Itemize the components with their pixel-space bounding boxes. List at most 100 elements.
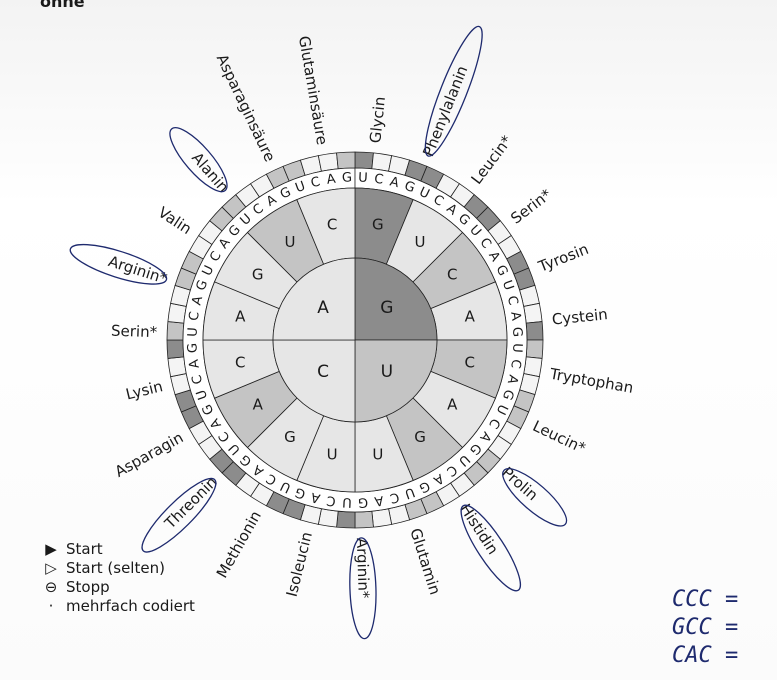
handwritten-circle	[424, 25, 483, 157]
codon-third-cell	[336, 151, 356, 170]
codon-third-cell	[166, 339, 185, 359]
start-outline-icon: ▷	[45, 559, 57, 577]
stop-icon: ⊖	[44, 578, 58, 596]
second-base-label: U	[415, 233, 426, 251]
third-base-label: U	[194, 388, 211, 402]
legend-label: Start (selten)	[66, 559, 165, 577]
amino-acid-label: Lysin	[124, 377, 165, 403]
codon-first-quadrant	[272, 257, 356, 341]
first-base-label: U	[381, 362, 393, 382]
third-base-label: A	[309, 489, 321, 506]
amino-acid-label: Histidin	[456, 501, 502, 558]
legend-label: mehrfach codiert	[66, 597, 195, 615]
amino-acid-label: Asparaginsäure	[213, 51, 279, 164]
second-base-label: G	[372, 216, 384, 234]
second-base-label: A	[447, 396, 458, 414]
codon-third-cell	[525, 321, 544, 341]
codon-third-cell	[336, 510, 356, 529]
codon-first-quadrant	[272, 339, 356, 423]
codon-third-cell	[354, 151, 374, 170]
third-base-label: U	[499, 278, 516, 292]
handwritten-line: GCC =	[672, 615, 739, 640]
second-base-label: C	[235, 353, 245, 371]
legend-item-start-rare: ▷ Start (selten)	[42, 559, 195, 578]
legend-item-multiple: · mehrfach codiert	[42, 597, 195, 616]
second-base-label: C	[465, 353, 475, 371]
second-base-label: G	[414, 428, 426, 446]
asterisk-icon: ·	[48, 597, 54, 615]
heading-fragment: ohne	[40, 0, 85, 11]
second-base-label: A	[235, 308, 246, 326]
third-base-label: C	[507, 358, 523, 369]
third-base-label: G	[342, 170, 353, 185]
third-base-label: G	[509, 327, 524, 338]
handwritten-circle	[69, 243, 168, 285]
third-base-label: C	[309, 174, 321, 191]
start-filled-icon: ▶	[45, 540, 57, 558]
codon-third-cell	[371, 508, 393, 528]
legend-label: Start	[66, 540, 103, 558]
amino-acid-label: Serin*	[111, 322, 158, 342]
handwritten-circle	[460, 504, 522, 592]
third-base-label: C	[388, 489, 400, 506]
codon-first-quadrant	[354, 339, 438, 423]
third-base-label: A	[326, 172, 337, 188]
amino-acid-label: Methionin	[213, 508, 265, 581]
second-base-label: C	[447, 265, 457, 283]
handwritten-circle	[141, 477, 217, 553]
third-base-label: A	[504, 373, 521, 385]
handwritten-circle	[349, 537, 377, 640]
third-base-label: C	[189, 373, 206, 385]
third-base-label: U	[185, 327, 200, 337]
third-base-label: A	[388, 174, 400, 191]
second-base-label: A	[253, 396, 264, 414]
amino-acid-label: Leucin*	[467, 132, 516, 188]
handwritten-circle	[169, 127, 228, 193]
second-base-label: U	[372, 445, 383, 463]
second-base-label: A	[465, 308, 476, 326]
second-base-label: U	[327, 445, 338, 463]
amino-acid-label: Isoleucin	[283, 530, 316, 599]
third-base-label: A	[507, 311, 523, 322]
second-base-label: G	[252, 265, 264, 283]
third-base-label: A	[187, 358, 203, 369]
codon-third-cell	[525, 339, 544, 359]
amino-acid-label: Threonin	[160, 473, 220, 533]
amino-acid-label: Valin	[155, 203, 195, 238]
third-base-label: U	[293, 179, 307, 196]
amino-acid-label: Cystein	[551, 305, 608, 329]
third-base-label: C	[326, 492, 337, 508]
third-base-label: C	[373, 172, 384, 188]
handwritten-line: CAC =	[672, 643, 739, 668]
third-base-label: U	[403, 484, 417, 501]
codon-third-cell	[354, 510, 374, 529]
third-base-label: G	[185, 343, 200, 354]
legend: ▶ Start ▷ Start (selten) ⊖ Stopp · mehrf…	[42, 540, 195, 616]
third-base-label: U	[342, 494, 352, 509]
third-base-label: C	[187, 311, 203, 322]
third-base-label: G	[499, 387, 517, 402]
codon-first-quadrant	[354, 257, 438, 341]
codon-third-cell	[166, 321, 185, 341]
handwritten-notes: CCC = GCC = CAC =	[672, 586, 738, 670]
third-base-label: U	[358, 170, 368, 185]
amino-acid-label: Arginin*	[353, 538, 373, 600]
amino-acid-label: Asparagin	[112, 428, 187, 480]
codon-third-cell	[167, 356, 187, 378]
codon-third-cell	[317, 152, 339, 172]
codon-third-cell	[523, 302, 543, 324]
amino-acid-label: Leucin*	[530, 417, 589, 458]
second-base-label: U	[285, 233, 296, 251]
handwritten-line: CCC =	[672, 587, 739, 612]
handwritten-circle	[502, 468, 568, 527]
third-base-label: G	[194, 278, 212, 293]
legend-item-stop: ⊖ Stopp	[42, 578, 195, 597]
third-base-label: C	[504, 294, 521, 306]
amino-acid-label: Tryptophan	[548, 365, 635, 397]
third-base-label: G	[402, 179, 417, 197]
second-base-label: C	[327, 216, 337, 234]
third-base-label: A	[189, 294, 206, 306]
wheel-rings	[166, 151, 544, 529]
